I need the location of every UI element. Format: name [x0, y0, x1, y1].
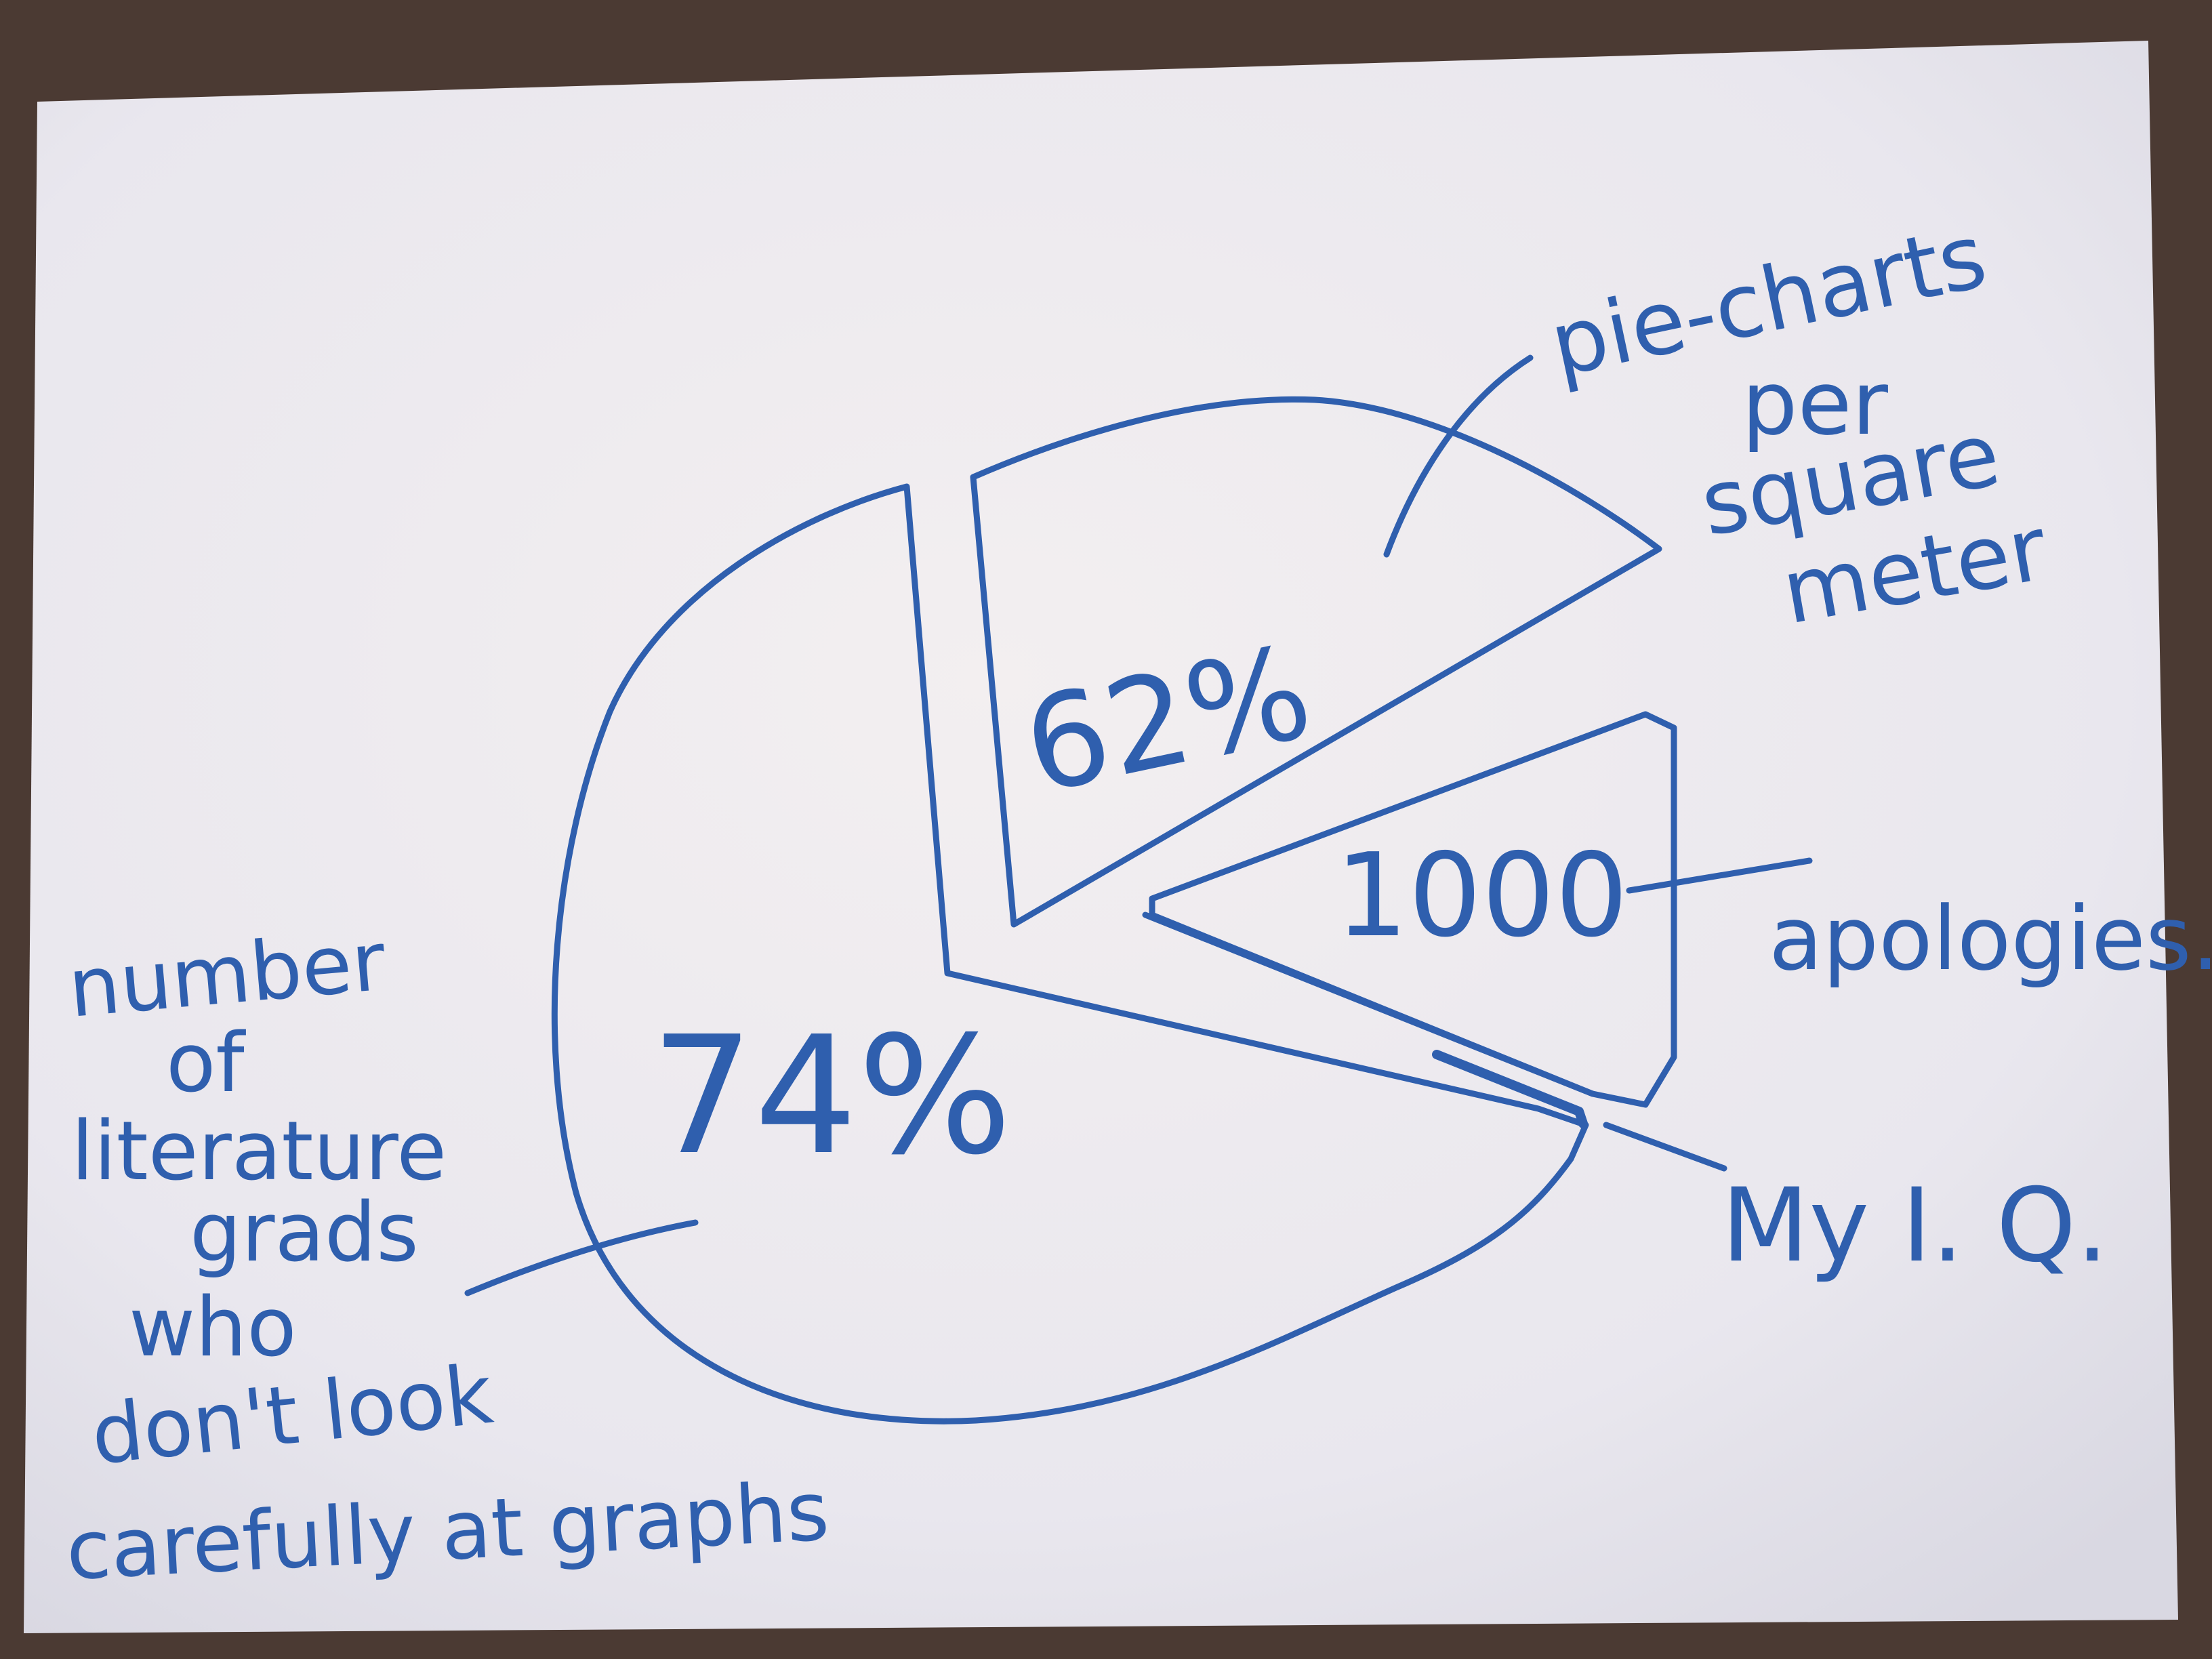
pie-slice-62 [970, 396, 1662, 928]
paper-sheet [24, 41, 2178, 1633]
hand-drawn-pie-chart [464, 354, 1813, 1425]
callout-apologies: apologies. [1769, 887, 2212, 990]
slice-label-74: 74% [651, 1001, 1012, 1191]
pie-slice-1000-lower-edge [1142, 912, 1596, 1097]
leader-line-iq [1603, 1122, 1727, 1172]
pie-slice-iq [1432, 1050, 1588, 1128]
callout-iq: My I. Q. [1721, 1167, 2108, 1285]
callout-literature-line-5: who [129, 1281, 297, 1375]
leader-line-apologies [1626, 857, 1813, 894]
callout-literature-line-4: grads [190, 1186, 419, 1280]
leader-line-literature [464, 1219, 699, 1296]
callout-literature-line-2: of [166, 1017, 246, 1111]
leader-line-pie-charts [1383, 354, 1534, 558]
callout-literature-line-3: literature [71, 1105, 447, 1199]
slice-label-1000: 1000 [1335, 829, 1629, 963]
pie-slice-74 [551, 483, 1589, 1425]
callout-pie-charts-line-2: per [1742, 352, 1889, 455]
